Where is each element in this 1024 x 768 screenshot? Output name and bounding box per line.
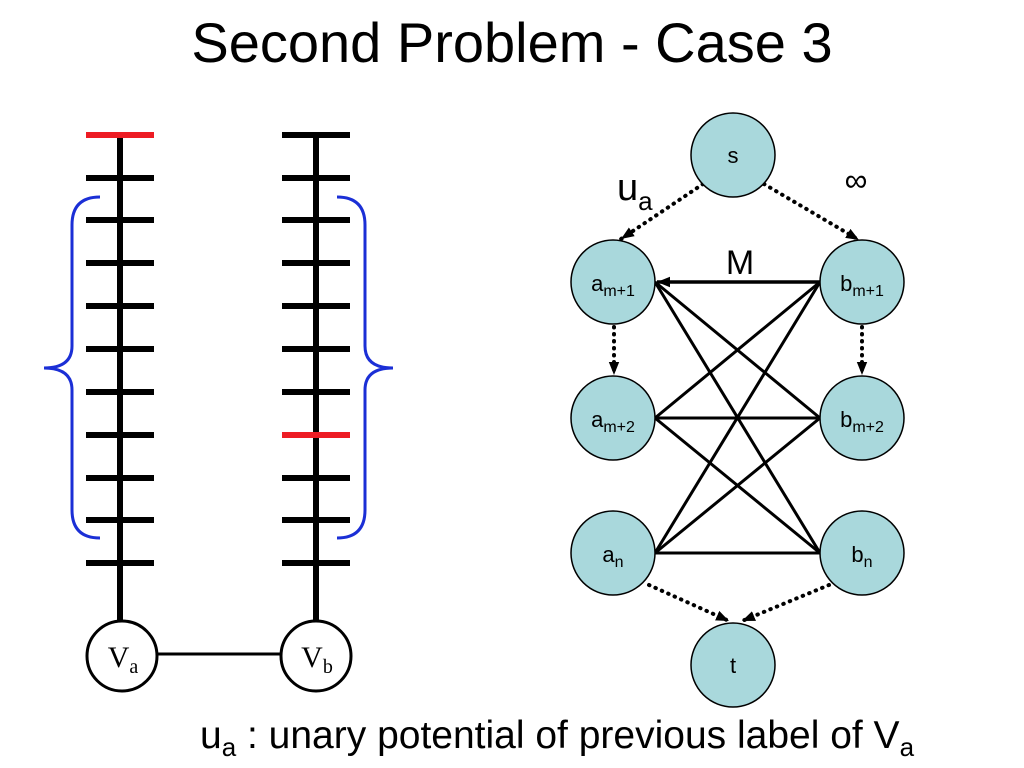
slide-title: Second Problem - Case 3 bbox=[191, 11, 832, 74]
edge-b-n-to-t-arrow bbox=[740, 583, 831, 623]
graph-edges bbox=[608, 182, 868, 623]
footer-caption-sub: a bbox=[222, 732, 237, 762]
variable-node-b: Vb bbox=[279, 619, 353, 693]
ladder-b-brace bbox=[336, 195, 394, 540]
edge-s-to-a-m1-arrow bbox=[619, 182, 705, 241]
node-b-m1: bm+1 bbox=[819, 239, 905, 325]
edge-a-n-to-t-arrow bbox=[647, 583, 731, 623]
node-t-circle bbox=[690, 622, 776, 708]
ladder-a-brace bbox=[43, 195, 101, 540]
graph-nodes: s am+1 bm+1 am+2 bm+2 bbox=[570, 112, 905, 708]
footer-caption: ua : unary potential of previous label o… bbox=[200, 714, 915, 762]
variable-node-a-circle bbox=[85, 619, 159, 693]
edge-label-ua-main: u bbox=[617, 167, 638, 209]
footer-caption-text: : unary potential of previous label of V bbox=[236, 714, 899, 757]
node-b-m2: bm+2 bbox=[819, 375, 905, 461]
node-a-m1-circle bbox=[570, 239, 656, 325]
edge-label-ua: ua bbox=[617, 167, 653, 216]
node-t-label: t bbox=[730, 653, 736, 678]
edge-a-n-b-m2 bbox=[654, 416, 821, 555]
node-b-n-label: bn bbox=[851, 542, 872, 571]
node-b-m1-label-main: b bbox=[840, 271, 852, 296]
edge-label-m: M bbox=[726, 244, 754, 282]
node-a-n-circle bbox=[570, 510, 656, 596]
footer-caption-main: u bbox=[200, 714, 222, 757]
edge-a-n-b-m1 bbox=[653, 281, 822, 554]
node-a-n-label-sub: n bbox=[615, 554, 624, 571]
node-a-m1-label: am+1 bbox=[591, 271, 635, 300]
node-a-m2-label: am+2 bbox=[591, 407, 635, 436]
node-a-m1-label-main: a bbox=[591, 271, 604, 296]
node-a-m1: am+1 bbox=[570, 239, 656, 325]
node-t: t bbox=[690, 622, 776, 708]
node-b-m1-label-sub: m+1 bbox=[852, 283, 884, 300]
node-b-n: bn bbox=[819, 510, 905, 596]
node-b-n-label-main: b bbox=[851, 542, 863, 567]
variable-node-b-circle bbox=[279, 619, 353, 693]
edge-label-infinity: ∞ bbox=[845, 162, 868, 198]
node-s: s bbox=[690, 112, 776, 198]
node-b-n-circle bbox=[819, 510, 905, 596]
variable-node-b-label-sub: b bbox=[323, 656, 333, 678]
node-b-m1-label: bm+1 bbox=[840, 271, 884, 300]
ladder-a bbox=[43, 132, 154, 621]
node-a-m2: am+2 bbox=[570, 375, 656, 461]
node-b-m1-circle bbox=[819, 239, 905, 325]
node-b-n-label-sub: n bbox=[864, 554, 873, 571]
variable-node-a: Va bbox=[85, 619, 159, 693]
node-a-m1-label-sub: m+1 bbox=[603, 283, 635, 300]
variable-node-b-label: Vb bbox=[301, 641, 333, 678]
edge-label-ua-sub: a bbox=[638, 186, 653, 216]
node-b-m2-circle bbox=[819, 375, 905, 461]
ladder-b bbox=[282, 132, 394, 621]
node-b-m2-label-main: b bbox=[840, 407, 852, 432]
node-a-m2-label-main: a bbox=[591, 407, 604, 432]
variable-node-a-label: Va bbox=[108, 641, 139, 678]
edge-a-m2-b-m1 bbox=[654, 280, 821, 420]
edge-s-to-b-m1-arrow bbox=[762, 182, 861, 242]
node-a-n-label-main: a bbox=[602, 542, 615, 567]
node-s-label: s bbox=[728, 143, 739, 168]
node-b-m2-label-sub: m+2 bbox=[852, 419, 884, 436]
footer-caption-end-sub: a bbox=[900, 732, 915, 762]
variable-node-a-label-sub: a bbox=[129, 656, 138, 678]
node-b-m2-label: bm+2 bbox=[840, 407, 884, 436]
variable-node-a-label-main: V bbox=[108, 641, 130, 674]
node-a-m2-label-sub: m+2 bbox=[603, 419, 635, 436]
node-a-n: an bbox=[570, 510, 656, 596]
node-s-circle bbox=[690, 112, 776, 198]
node-a-m2-circle bbox=[570, 375, 656, 461]
node-a-n-label: an bbox=[602, 542, 623, 571]
variable-node-b-label-main: V bbox=[301, 641, 323, 674]
